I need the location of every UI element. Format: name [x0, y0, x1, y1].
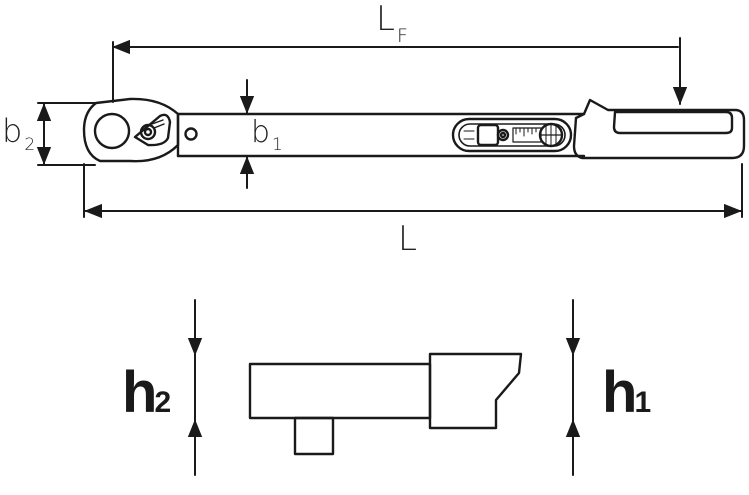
label-b1-main: b — [251, 115, 271, 150]
label-h2: h2 — [122, 364, 171, 422]
label-l-main: L — [398, 219, 417, 259]
side-head — [248, 362, 432, 420]
side-handle — [428, 352, 523, 430]
label-h1-sub: 1 — [634, 386, 652, 419]
scale-window — [451, 117, 573, 153]
label-h1-main: h — [602, 360, 637, 425]
square-drive-circle — [93, 112, 131, 150]
shaft-pin-hole — [184, 127, 198, 141]
wrench-side-view — [248, 352, 523, 456]
label-b1-sub: 1 — [272, 135, 283, 155]
side-square-drive — [293, 416, 335, 456]
dimension-lf — [112, 37, 688, 105]
wrench-shaft — [176, 112, 586, 158]
wrench-handle — [572, 98, 746, 160]
ratchet-head — [82, 97, 180, 163]
wrench-top-view — [82, 97, 746, 163]
dimension-l — [83, 163, 743, 219]
label-lf-sub: F — [396, 25, 408, 47]
label-lf-main: L — [376, 0, 395, 39]
label-l: L — [398, 222, 417, 256]
label-h2-sub: 2 — [154, 386, 172, 419]
label-b2-main: b — [2, 112, 23, 150]
handle-grip-inset — [612, 110, 734, 135]
reversing-lever — [133, 113, 172, 147]
dimension-b2 — [36, 102, 96, 166]
label-h1: h1 — [602, 364, 651, 422]
label-b2-sub: 2 — [24, 135, 36, 155]
label-h2-main: h — [122, 360, 157, 425]
